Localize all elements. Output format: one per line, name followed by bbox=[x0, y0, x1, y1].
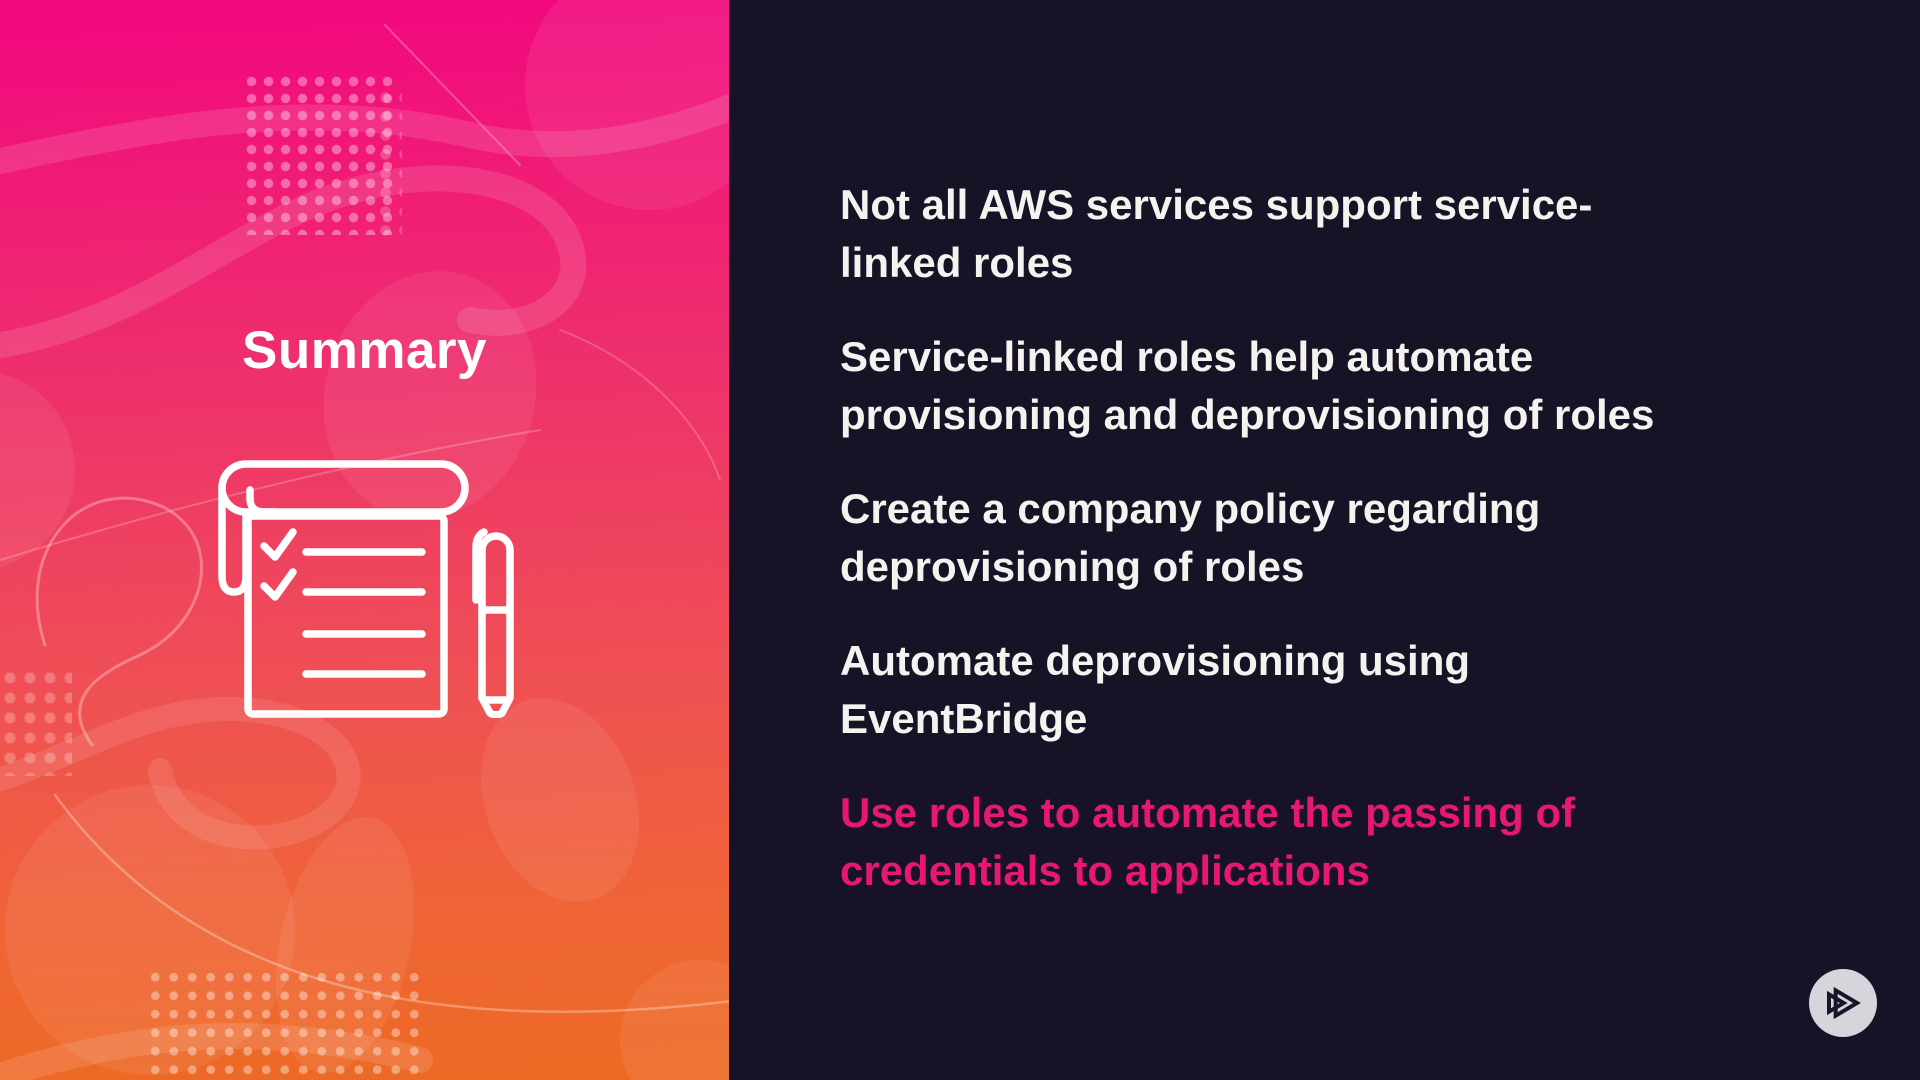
scroll-curl bbox=[218, 484, 250, 596]
bullet-line: credentials to applications bbox=[840, 847, 1370, 894]
pen-clip bbox=[472, 528, 488, 604]
bullet-line: linked roles bbox=[840, 239, 1074, 286]
left-gradient-panel: Summary bbox=[0, 0, 729, 1080]
decor-blob bbox=[620, 960, 729, 1080]
checkmark bbox=[260, 528, 297, 561]
checkmark bbox=[260, 568, 297, 601]
bullet-item: Service-linked roles help automate provi… bbox=[840, 328, 1860, 444]
checklist-scroll-icon bbox=[218, 460, 514, 718]
halftone-dots-trail bbox=[376, 88, 402, 238]
decor-loop-line bbox=[35, 496, 203, 747]
decor-wave bbox=[0, 165, 587, 359]
content-panel: Not all AWS services support service- li… bbox=[729, 0, 1920, 1080]
pluralsight-logo-badge bbox=[1809, 969, 1877, 1037]
decor-wave bbox=[0, 1023, 433, 1080]
scroll-inner-curl bbox=[246, 486, 280, 516]
decor-wave bbox=[0, 697, 361, 850]
bullet-list: Not all AWS services support service- li… bbox=[840, 176, 1860, 936]
pluralsight-play-icon bbox=[1827, 986, 1861, 1020]
decor-line bbox=[53, 793, 729, 1014]
scroll-roll bbox=[218, 460, 469, 516]
decor-line bbox=[384, 24, 521, 166]
bullet-line: Service-linked roles help automate bbox=[840, 333, 1534, 380]
decor-wave bbox=[0, 93, 729, 175]
decor-blob bbox=[525, 0, 729, 210]
halftone-dots-left bbox=[0, 668, 72, 776]
play-triangle-outer bbox=[1833, 986, 1861, 1020]
bullet-item: Use roles to automate the passing of cre… bbox=[840, 784, 1860, 900]
decor-line bbox=[0, 429, 541, 561]
decor-blob bbox=[480, 698, 640, 902]
bullet-line: Not all AWS services support service- bbox=[840, 181, 1593, 228]
bullet-line: deprovisioning of roles bbox=[840, 543, 1305, 590]
slide-title: Summary bbox=[241, 321, 488, 380]
halftone-dots-bottom bbox=[146, 968, 426, 1080]
scroll-page bbox=[244, 512, 448, 718]
bullet-item: Automate deprovisioning using EventBridg… bbox=[840, 632, 1860, 748]
halftone-dots-top bbox=[243, 73, 395, 235]
bullet-item: Not all AWS services support service- li… bbox=[840, 176, 1860, 292]
decor-blob bbox=[0, 373, 75, 567]
play-triangle-inner bbox=[1827, 990, 1848, 1016]
bullet-line: Create a company policy regarding bbox=[840, 485, 1541, 532]
bullet-line: EventBridge bbox=[840, 695, 1088, 742]
decor-line bbox=[559, 329, 721, 481]
bullet-item: Create a company policy regarding deprov… bbox=[840, 480, 1860, 596]
decor-blob bbox=[275, 817, 415, 1073]
pen-body bbox=[478, 532, 514, 718]
bullet-line: Use roles to automate the passing of bbox=[840, 789, 1576, 836]
background-decor bbox=[0, 0, 729, 1080]
bullet-line: Automate deprovisioning using bbox=[840, 637, 1471, 684]
decor-blob bbox=[323, 271, 537, 519]
bullet-line: provisioning and deprovisioning of roles bbox=[840, 391, 1655, 438]
decor-blob bbox=[5, 785, 295, 1075]
